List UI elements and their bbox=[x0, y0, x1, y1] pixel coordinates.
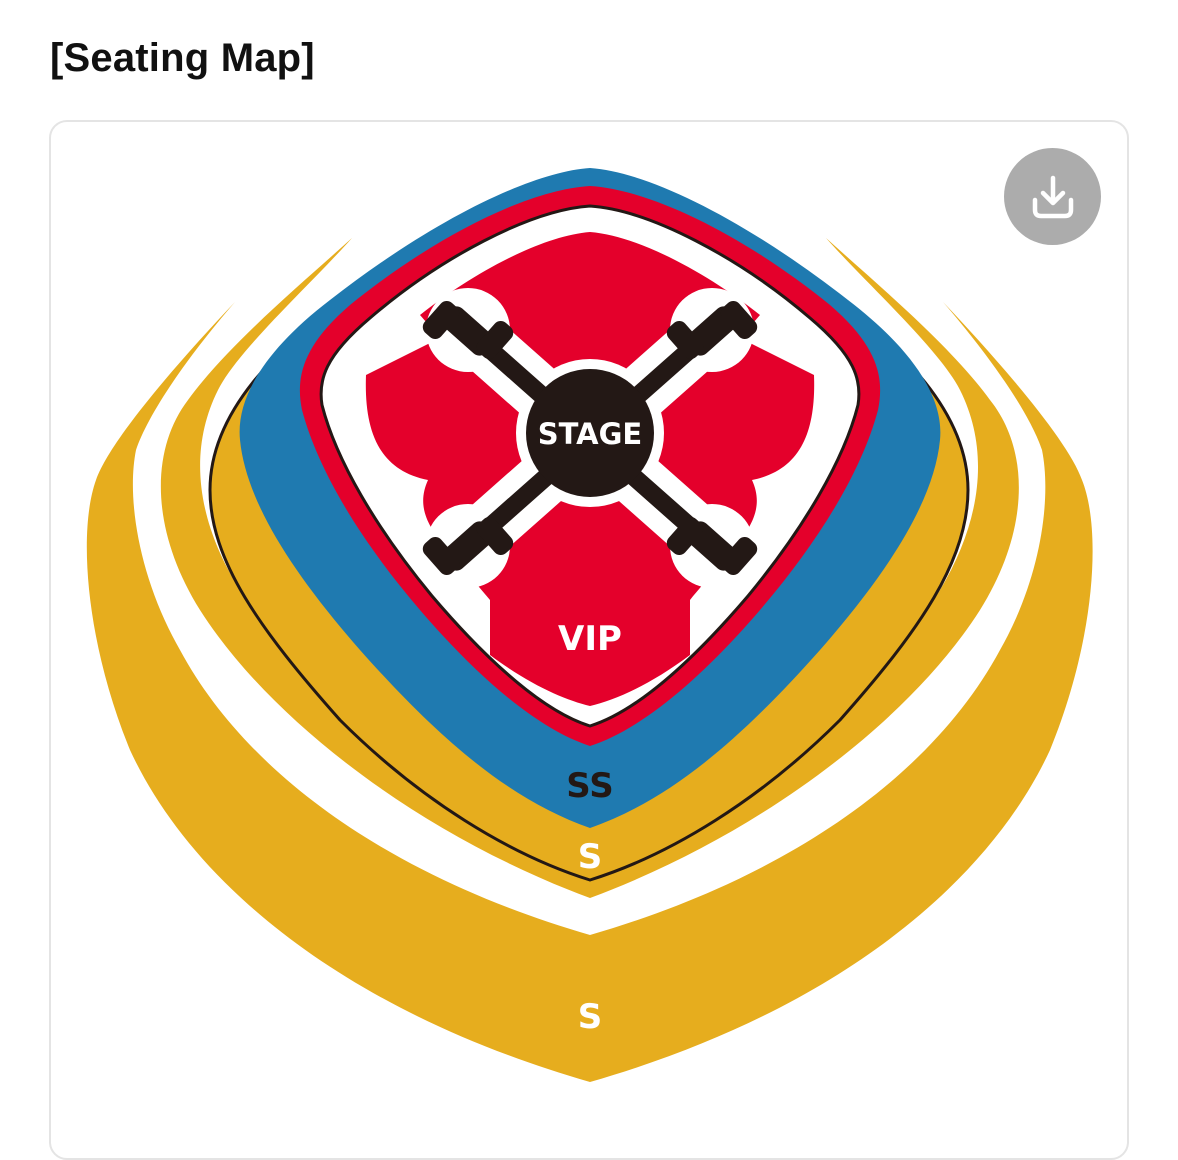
download-icon bbox=[1032, 175, 1073, 218]
seating-map: STAGE VIP SS S S S bbox=[86, 168, 1093, 1082]
stage-label: STAGE bbox=[538, 417, 642, 451]
zone-s-middle-label: S bbox=[578, 896, 603, 936]
stage-platforms bbox=[422, 301, 758, 575]
stage-center bbox=[526, 369, 654, 497]
zone-s-outer[interactable] bbox=[86, 302, 1093, 1082]
zone-ss-label: SS bbox=[566, 766, 613, 806]
zone-s-inner-label: S bbox=[578, 837, 603, 877]
zone-s-outer-label: S bbox=[578, 997, 603, 1037]
download-button[interactable] bbox=[1004, 148, 1101, 245]
zone-vip-label: VIP bbox=[558, 619, 622, 659]
page-title: [Seating Map] bbox=[50, 36, 315, 80]
